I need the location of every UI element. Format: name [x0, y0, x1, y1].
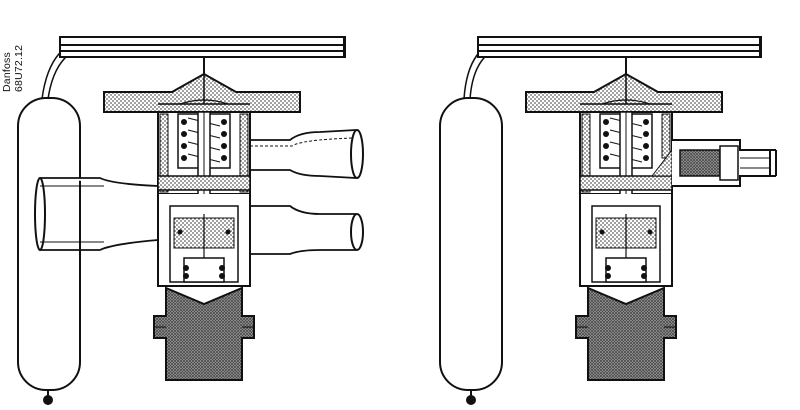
equalizer-connection-right	[672, 139, 777, 187]
spring-left	[181, 119, 227, 161]
adjusting-cap-left	[153, 286, 255, 381]
lower-body-left	[157, 194, 251, 287]
sensing-bulb-right	[439, 97, 503, 405]
sensing-bulb-left	[17, 97, 81, 405]
valve-right	[439, 36, 777, 405]
upper-body-left	[157, 111, 251, 218]
valve-left	[17, 36, 364, 405]
adjusting-cap-right	[575, 286, 677, 381]
capillary-tube-left	[41, 36, 346, 100]
outlet-pipes-left	[250, 129, 364, 255]
inlet-pipe-left	[34, 177, 159, 251]
capillary-tube-right	[463, 36, 762, 100]
diaphragm-head-right	[525, 72, 723, 113]
diaphragm-head-left	[103, 72, 301, 113]
spring-right	[603, 119, 649, 161]
lower-body-right	[579, 194, 673, 287]
